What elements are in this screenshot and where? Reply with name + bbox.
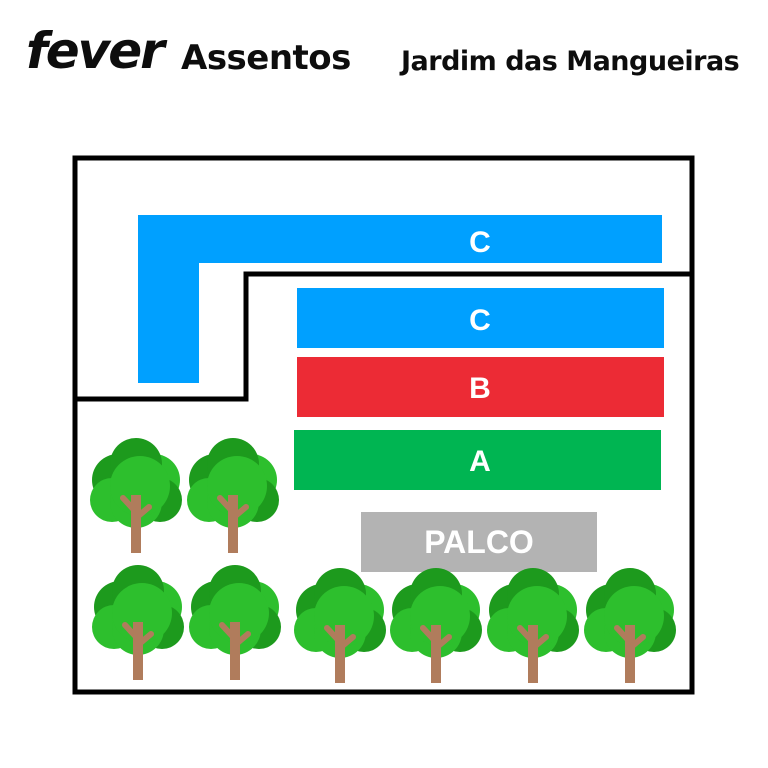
tree-icon [390, 568, 482, 683]
section-c-outer[interactable] [138, 215, 662, 383]
trees [90, 438, 676, 683]
tree-icon [187, 438, 279, 553]
section-c-inner[interactable] [297, 288, 664, 348]
section-b[interactable] [297, 357, 664, 417]
tree-icon [92, 565, 184, 680]
tree-icon [487, 568, 579, 683]
venue-name: Jardim das Mangueiras [401, 46, 740, 77]
section-a-label: A [469, 445, 491, 478]
page-title: Assentos [181, 38, 351, 78]
tree-icon [189, 565, 281, 680]
stage [361, 512, 597, 572]
tree-icon [90, 438, 182, 553]
header: fever Assentos Jardim das Mangueiras [0, 0, 768, 110]
fever-logo: fever [26, 22, 165, 80]
section-b-label: B [469, 372, 491, 405]
section-c-outer-label: C [469, 226, 491, 259]
stage-label: PALCO [424, 524, 534, 560]
section-a[interactable] [294, 430, 661, 490]
tree-icon [584, 568, 676, 683]
tree-icon [294, 568, 386, 683]
venue-outline-lower [72, 274, 695, 695]
section-c-inner-label: C [469, 304, 491, 337]
